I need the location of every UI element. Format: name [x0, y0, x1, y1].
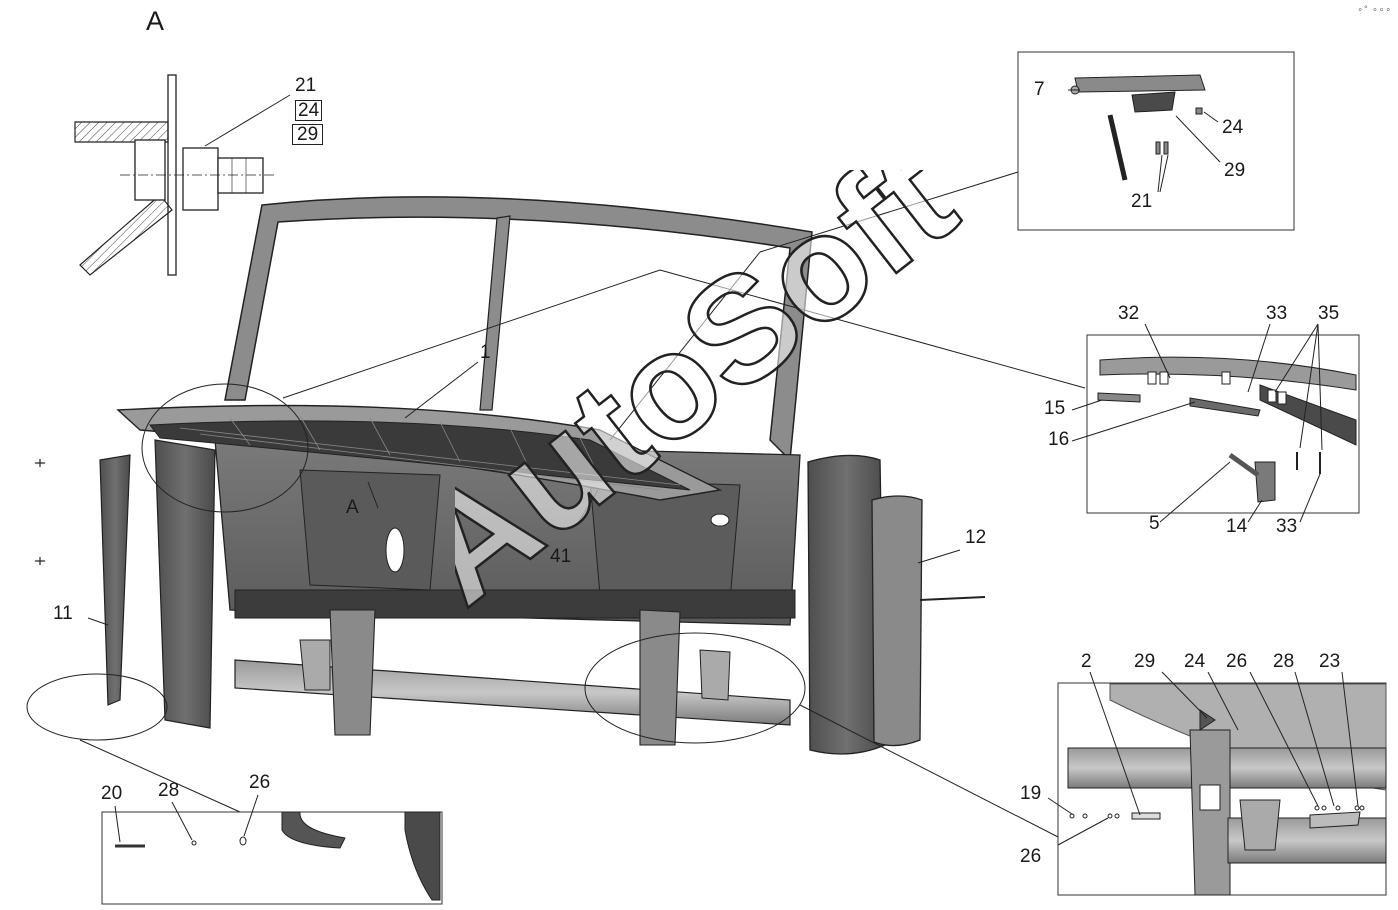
view-a-label-29: 29 — [292, 124, 324, 145]
callout-41: 41 — [550, 546, 572, 567]
view-a-section — [74, 74, 291, 276]
top-right-detail-drawing — [1017, 51, 1295, 231]
bl-label-20: 20 — [101, 783, 123, 804]
windshield-frame — [224, 196, 813, 462]
tr-label-7: 7 — [1034, 79, 1045, 100]
br-label-29: 29 — [1134, 651, 1156, 672]
right-side-parts — [807, 454, 986, 755]
callout-11: 11 — [53, 603, 73, 624]
rm-label-35: 35 — [1318, 303, 1340, 324]
callout-1: 1 — [480, 342, 491, 363]
bottom-left-detail-drawing — [101, 794, 443, 905]
br-label-28: 28 — [1273, 651, 1295, 672]
br-label-23: 23 — [1319, 651, 1341, 672]
br-label-24: 24 — [1184, 651, 1206, 672]
tr-label-29: 29 — [1224, 160, 1246, 181]
callout-a: A — [346, 497, 359, 518]
br-label-26-top: 26 — [1226, 651, 1248, 672]
roof-grille-panel — [116, 404, 723, 501]
bl-label-26: 26 — [249, 772, 271, 793]
br-label-19: 19 — [1020, 783, 1042, 804]
left-side-parts — [35, 439, 216, 729]
rm-label-32: 32 — [1118, 303, 1140, 324]
rm-label-5: 5 — [1149, 513, 1160, 534]
view-label: A — [146, 6, 165, 36]
rm-label-15: 15 — [1044, 398, 1066, 419]
corner-mark: ∘° ∘∘∘ — [1357, 4, 1392, 14]
right-middle-detail-drawing — [1071, 323, 1360, 523]
cross-beam — [234, 609, 791, 746]
rm-label-33-top: 33 — [1266, 303, 1288, 324]
view-a-label-24: 24 — [295, 100, 323, 121]
bottom-right-detail-drawing — [1047, 671, 1387, 896]
leader-lines — [79, 171, 1086, 839]
rm-label-14: 14 — [1226, 516, 1248, 537]
br-label-2: 2 — [1081, 651, 1092, 672]
br-label-26-bottom: 26 — [1020, 846, 1042, 867]
callout-12: 12 — [965, 527, 987, 548]
rm-label-33-bottom: 33 — [1276, 516, 1298, 537]
detail-callout-circles — [26, 383, 806, 744]
bl-label-28: 28 — [158, 780, 180, 801]
tr-label-24: 24 — [1222, 117, 1244, 138]
view-a-label-21: 21 — [295, 75, 317, 96]
rm-label-16: 16 — [1048, 429, 1070, 450]
tr-label-21: 21 — [1131, 191, 1153, 212]
